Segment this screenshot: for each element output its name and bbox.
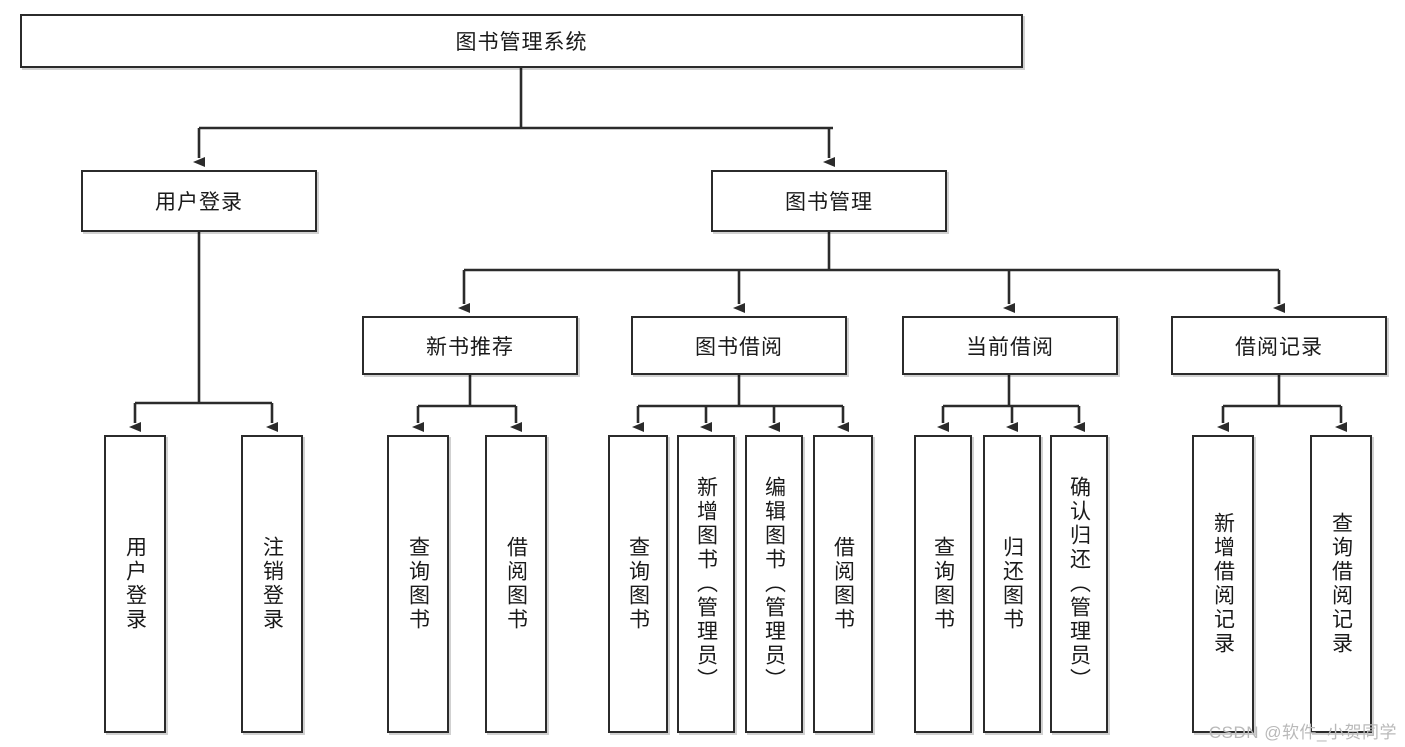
leaf-add-book-admin[interactable]: 新增图书（管理员） — [677, 435, 735, 733]
leaf-query-borrow-record[interactable]: 查询借阅记录 — [1310, 435, 1372, 733]
leaf-borrow-book-label: 借阅图书 — [831, 536, 855, 632]
node-root-label: 图书管理系统 — [455, 31, 588, 54]
node-borrow-record[interactable]: 借阅记录 — [1171, 316, 1387, 375]
node-book-borrow-label: 图书借阅 — [695, 335, 783, 359]
leaf-edit-book-admin-label: 编辑图书（管理员） — [762, 476, 786, 692]
leaf-confirm-return-admin[interactable]: 确认归还（管理员） — [1050, 435, 1108, 733]
leaf-query-book-current-label: 查询图书 — [931, 536, 955, 632]
leaf-borrow-book[interactable]: 借阅图书 — [813, 435, 873, 733]
leaf-query-book-current[interactable]: 查询图书 — [914, 435, 972, 733]
leaf-return-book[interactable]: 归还图书 — [983, 435, 1041, 733]
node-user-login[interactable]: 用户登录 — [81, 170, 317, 232]
leaf-edit-book-admin[interactable]: 编辑图书（管理员） — [745, 435, 803, 733]
node-root[interactable]: 图书管理系统 — [20, 14, 1023, 68]
node-current-borrow-label: 当前借阅 — [966, 335, 1054, 359]
leaf-borrow-book-recommend-label: 借阅图书 — [504, 536, 528, 632]
leaf-add-borrow-record-label: 新增借阅记录 — [1211, 512, 1235, 656]
leaf-user-login[interactable]: 用户登录 — [104, 435, 166, 733]
leaf-query-book-borrow[interactable]: 查询图书 — [608, 435, 668, 733]
leaf-logout-login[interactable]: 注销登录 — [241, 435, 303, 733]
node-user-login-label: 用户登录 — [155, 191, 243, 214]
leaf-add-borrow-record[interactable]: 新增借阅记录 — [1192, 435, 1254, 733]
leaf-query-book-recommend-label: 查询图书 — [406, 536, 430, 632]
node-book-management-label: 图书管理 — [785, 191, 873, 214]
leaf-add-book-admin-label: 新增图书（管理员） — [694, 476, 718, 692]
leaf-return-book-label: 归还图书 — [1000, 536, 1024, 632]
node-new-book-recommend[interactable]: 新书推荐 — [362, 316, 578, 375]
csdn-watermark: CSDN @软件_小贺同学 — [1208, 723, 1397, 742]
leaf-borrow-book-recommend[interactable]: 借阅图书 — [485, 435, 547, 733]
node-new-book-recommend-label: 新书推荐 — [426, 335, 514, 359]
leaf-query-book-recommend[interactable]: 查询图书 — [387, 435, 449, 733]
node-book-management[interactable]: 图书管理 — [711, 170, 947, 232]
leaf-user-login-label: 用户登录 — [123, 536, 147, 632]
leaf-logout-login-label: 注销登录 — [260, 536, 284, 632]
node-borrow-record-label: 借阅记录 — [1235, 335, 1323, 359]
leaf-query-book-borrow-label: 查询图书 — [626, 536, 650, 632]
node-current-borrow[interactable]: 当前借阅 — [902, 316, 1118, 375]
leaf-query-borrow-record-label: 查询借阅记录 — [1329, 512, 1353, 656]
leaf-confirm-return-admin-label: 确认归还（管理员） — [1067, 476, 1091, 692]
node-book-borrow[interactable]: 图书借阅 — [631, 316, 847, 375]
